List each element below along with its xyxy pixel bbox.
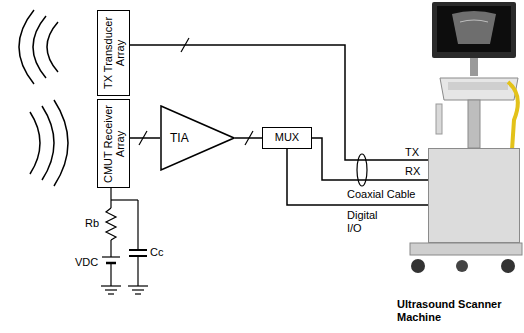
bias-circuit [101, 188, 148, 294]
coax-ellipse [357, 154, 367, 186]
capacitor-label: Cc [149, 246, 164, 259]
transducer-box: TX Transducer Array [97, 10, 130, 96]
node-label: TX Transducer Array [102, 14, 126, 92]
signal-label: TX [404, 146, 420, 159]
rx-waves [30, 100, 68, 186]
node-label: CMUT Receiver Array [102, 103, 126, 184]
receiver-box: CMUT Receiver Array [97, 99, 130, 188]
signal-line [130, 45, 428, 160]
cable-label: Coaxial Cable [346, 188, 416, 201]
resistor-label: Rb [84, 217, 100, 230]
node-label: TIA [170, 131, 189, 145]
mux-box: MUX [262, 127, 312, 149]
node-label: Ultrasound Scanner Machine [397, 298, 521, 324]
tx-waves [19, 10, 58, 84]
battery-label: VDC [74, 256, 99, 269]
signal-label: RX [404, 165, 421, 178]
signal-line [130, 137, 160, 139]
amplifier-triangle: TIA [160, 105, 235, 171]
scanner-body: Ultrasound Scanner Machine [428, 148, 520, 243]
signal-line [312, 138, 428, 180]
signal-label: Digital I/O [346, 209, 390, 235]
node-label: MUX [263, 128, 311, 147]
signal-line [235, 137, 262, 139]
scanner-illustration [410, 2, 522, 273]
